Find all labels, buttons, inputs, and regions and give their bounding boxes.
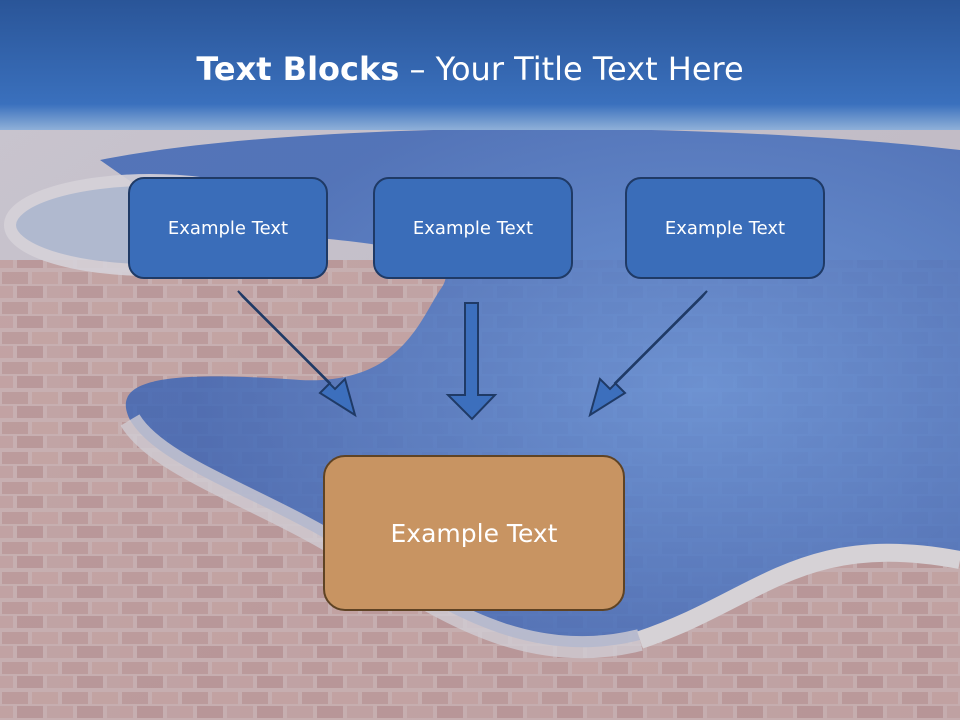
arrow-center: [445, 302, 498, 421]
title-dash: –: [399, 50, 436, 88]
target-box-label: Example Text: [390, 518, 558, 548]
source-box-2: Example Text: [373, 177, 573, 279]
arrow-right: [588, 290, 708, 418]
target-box: Example Text: [323, 455, 625, 611]
source-box-3: Example Text: [625, 177, 825, 279]
source-box-2-label: Example Text: [412, 217, 534, 239]
source-box-3-label: Example Text: [664, 217, 786, 239]
source-box-1: Example Text: [128, 177, 328, 279]
source-box-1-label: Example Text: [167, 217, 289, 239]
slide-title: Text Blocks – Your Title Text Here: [0, 50, 940, 88]
title-bold: Text Blocks: [196, 50, 400, 88]
title-rest: Your Title Text Here: [435, 50, 744, 88]
arrow-left: [237, 290, 357, 418]
